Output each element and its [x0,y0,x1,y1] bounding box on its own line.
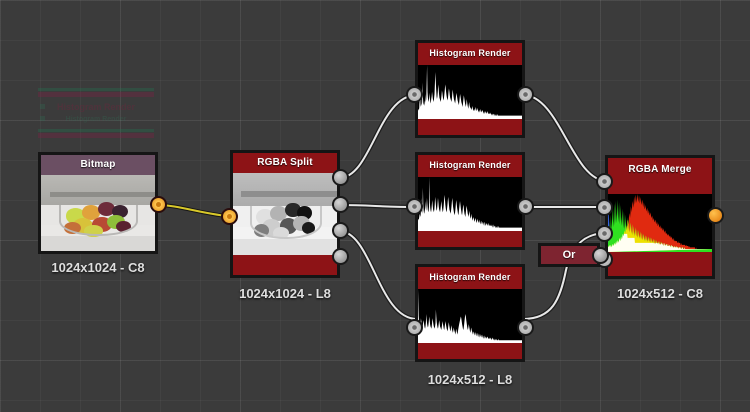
port-or-out[interactable] [592,247,609,264]
ghost-title: Histogram Render [56,102,136,112]
ghost-subtitle: Histogram Render [65,116,127,123]
port-bitmap-out[interactable] [150,196,167,213]
node-histogram-render-bottom-frame: Histogram Render [415,264,525,362]
port-histogram-bottom-out[interactable] [517,319,534,336]
node-bitmap-preview [41,175,155,251]
port-rgba-split-out-a[interactable] [332,248,349,265]
node-histogram-render-mid-preview [418,177,522,231]
node-histogram-render-bottom[interactable]: Histogram Render [406,264,534,362]
histogram-plot-merged [608,194,712,252]
node-rgba-split[interactable]: RGBA Split [221,150,349,278]
node-rgba-split-title: RGBA Split [257,157,313,168]
node-rgba-merge[interactable]: RGBA Merge [596,155,724,279]
histogram-plot-top [418,65,522,119]
port-rgba-merge-in-g[interactable] [596,199,613,216]
port-histogram-mid-out[interactable] [517,198,534,215]
ghost-node-artifact: Histogram Render Histogram Render [38,88,154,138]
histogram-plot-bottom [418,289,522,343]
node-histogram-render-top[interactable]: Histogram Render [406,40,534,138]
node-histogram-render-top-preview [418,65,522,119]
node-rgba-merge-title: RGBA Merge [628,164,692,175]
port-rgba-split-in[interactable] [221,208,238,225]
node-histogram-render-top-frame: Histogram Render [415,40,525,138]
node-histogram-render-top-title: Histogram Render [429,48,511,58]
node-bitmap[interactable]: Bitmap [38,152,167,254]
histogram-plot-mid [418,177,522,231]
node-or-title: Or [562,249,576,261]
node-bitmap-frame: Bitmap [38,152,158,254]
port-histogram-bottom-in[interactable] [406,319,423,336]
node-histogram-render-bottom-preview [418,289,522,343]
node-or[interactable]: Or [538,243,609,267]
port-histogram-mid-in[interactable] [406,198,423,215]
node-histogram-render-mid-frame: Histogram Render [415,152,525,250]
port-rgba-merge-in-r[interactable] [596,173,613,190]
port-rgba-split-out-g[interactable] [332,196,349,213]
node-bitmap-title: Bitmap [80,159,116,170]
node-histogram-render-mid-title: Histogram Render [429,160,511,170]
port-histogram-top-out[interactable] [517,86,534,103]
node-rgba-split-preview [233,173,337,255]
port-rgba-merge-out[interactable] [707,207,724,224]
port-histogram-top-in[interactable] [406,86,423,103]
node-rgba-merge-frame: RGBA Merge [605,155,715,279]
port-rgba-split-out-r[interactable] [332,169,349,186]
node-histogram-render-mid[interactable]: Histogram Render [406,152,534,250]
caption-rgba-merge: 1024x512 - C8 [616,286,703,301]
node-histogram-render-bottom-title: Histogram Render [429,272,511,282]
caption-histogram-bottom: 1024x512 - L8 [427,372,513,387]
node-rgba-split-frame: RGBA Split [230,150,340,278]
port-rgba-split-out-b[interactable] [332,222,349,239]
node-rgba-merge-preview [608,194,712,252]
caption-bitmap: 1024x1024 - C8 [51,260,145,275]
caption-rgba-split: 1024x1024 - L8 [239,286,331,301]
port-rgba-merge-in-b[interactable] [596,225,613,242]
